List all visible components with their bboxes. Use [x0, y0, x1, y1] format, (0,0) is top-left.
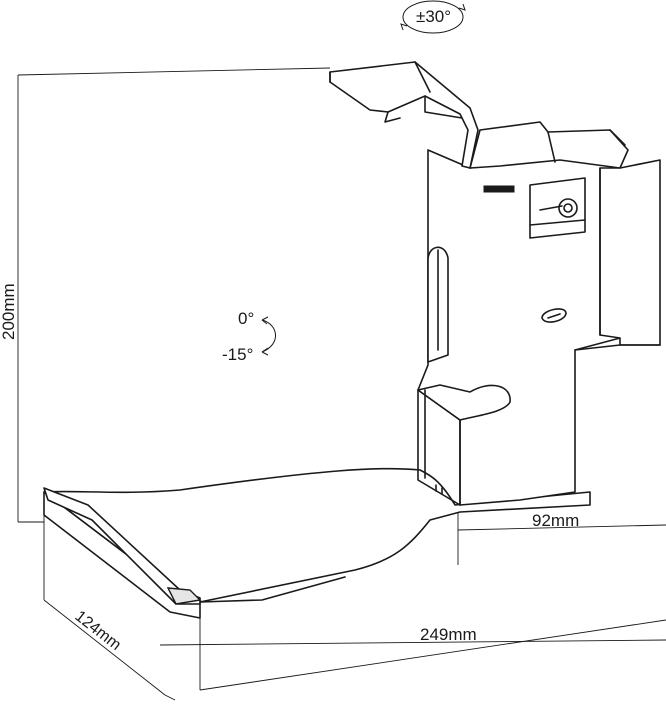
base-plate-top [43, 467, 591, 603]
lower-hook [417, 384, 511, 421]
swivel-label: ±30° [416, 7, 451, 26]
top-bracket-arm [329, 61, 479, 169]
swivel-indicator: ±30° [400, 0, 466, 34]
side-label: 124mm [72, 608, 125, 654]
tilt-arrow-icon [261, 319, 276, 353]
tilt-top-label: 0° [238, 309, 254, 328]
height-dimension: 200mm [0, 67, 331, 523]
base-lip [43, 487, 201, 605]
width-label: 249mm [420, 625, 477, 644]
tilt-indicator: 0° -15° [222, 309, 276, 364]
width-dimension: 249mm [159, 618, 666, 691]
swivel-arrow-icon [402, 0, 464, 34]
depth-dimension: 92mm [457, 511, 666, 565]
back-column-side [599, 159, 661, 346]
depth-label: 92mm [532, 511, 579, 530]
top-cap [469, 121, 629, 169]
label-slot [483, 185, 515, 193]
tilt-bottom-label: -15° [222, 345, 253, 364]
height-label: 200mm [0, 283, 18, 340]
